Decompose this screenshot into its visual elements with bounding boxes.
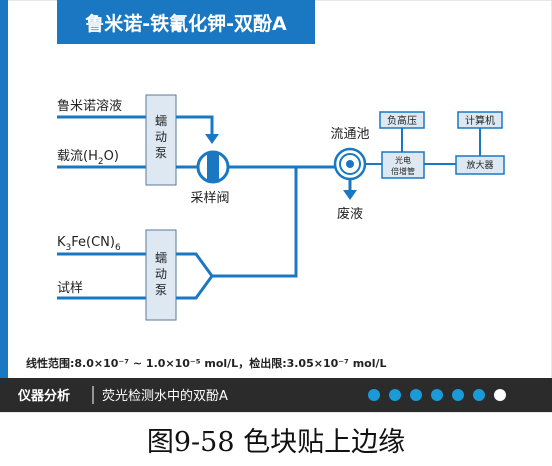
high-voltage-box (379, 111, 425, 129)
electronics-lines (365, 128, 481, 165)
pump2-char-1: 蠕 (155, 251, 167, 265)
luminol-to-valve (176, 115, 214, 136)
title-block (57, 0, 315, 44)
waste-arrow-head (343, 190, 357, 200)
sample-label: 试样 (57, 281, 83, 296)
peristaltic-pump-1 (145, 94, 177, 186)
ferri-mid: Fe(CN) (71, 235, 115, 250)
pump2-char-3: 泵 (155, 283, 167, 297)
pagination-dot-5[interactable] (452, 389, 464, 401)
slide-title: 鲁米诺-铁氰化钾-双酚A (84, 12, 287, 35)
left-accent-bar (0, 0, 8, 378)
waste-label: 废液 (337, 206, 363, 222)
flow-cell-middle (339, 153, 361, 175)
flow-cell-inner (346, 160, 354, 168)
pagination-dot-6[interactable] (473, 389, 485, 401)
footer-course: 仪器分析 (17, 388, 70, 404)
peristaltic-pump-2 (145, 229, 177, 321)
pump1-char-3: 泵 (155, 146, 167, 160)
ferricyanide-label: K3Fe(CN)6 (57, 235, 121, 253)
luminol-label: 鲁米诺溶液 (57, 99, 122, 114)
pagination-dot-1[interactable] (368, 389, 380, 401)
input-lines (57, 115, 146, 300)
luminol-arrow-head (205, 134, 219, 144)
ferri-sub1: 3 (66, 243, 72, 253)
flow-cell-label: 流通池 (330, 127, 369, 142)
computer-box (457, 111, 503, 129)
merge-to-main (212, 167, 298, 278)
pagination-dots (368, 389, 506, 401)
sampling-valve-core (207, 153, 219, 181)
pump1-char-2: 动 (155, 130, 167, 144)
ferri-sub2: 6 (115, 243, 121, 253)
figure-caption: 图9-58 色块贴上边缘 (146, 427, 406, 458)
amplifier-label: 放大器 (466, 159, 493, 171)
linear-range-note: 线性范围:8.0×10⁻⁷ ~ 1.0×10⁻⁵ mol/L，检出限:3.05×… (26, 356, 387, 370)
slide-frame (0, 0, 552, 413)
pmt-box (381, 151, 425, 179)
pagination-dot-4[interactable] (431, 389, 443, 401)
flow-lines (176, 115, 336, 300)
carrier-label: 载流(H2O) (57, 149, 119, 167)
pump1-char-1: 蠕 (155, 114, 167, 128)
footer-bar (0, 378, 552, 412)
carrier-label-main: 载流(H (57, 149, 98, 164)
footer-topic: 荧光检测水中的双酚A (102, 388, 228, 404)
carrier-label-sub: 2 (98, 157, 104, 167)
pagination-dot-2[interactable] (389, 389, 401, 401)
pagination-dot-7[interactable] (494, 389, 506, 401)
pump2-char-2: 动 (155, 267, 167, 281)
ferri-main: K (57, 235, 66, 250)
pagination-dot-3[interactable] (410, 389, 422, 401)
carrier-label-end: O) (104, 149, 119, 164)
pmt-label-1: 光电 (395, 155, 411, 165)
computer-label: 计算机 (465, 114, 495, 127)
pmt-label-2: 倍增管 (391, 166, 415, 176)
valve-label: 采样阀 (190, 191, 229, 206)
amplifier-box (455, 155, 505, 175)
high-voltage-label: 负高压 (387, 114, 417, 127)
